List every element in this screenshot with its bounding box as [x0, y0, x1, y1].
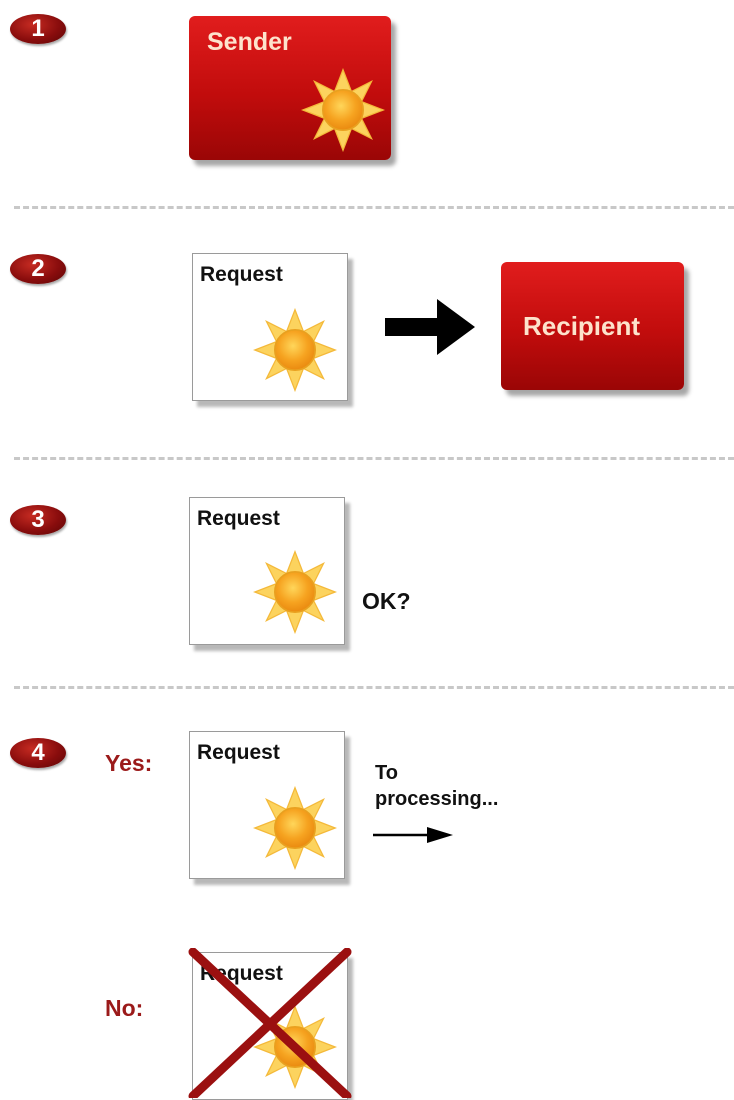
sun-icon [253, 550, 337, 634]
separator-1 [14, 206, 734, 209]
request-card-step-3: Request [189, 497, 345, 645]
sun-icon [253, 308, 337, 392]
request-card-yes: Request [189, 731, 345, 879]
to-processing-line-1: To [375, 762, 398, 784]
recipient-box: Recipient [501, 262, 684, 390]
to-processing-line-2: processing... [375, 788, 499, 810]
request-label: Request [197, 507, 280, 530]
separator-2 [14, 457, 734, 460]
arrow-right-icon [373, 827, 453, 843]
yes-label: Yes: [105, 750, 153, 776]
arrow-right-icon [385, 299, 475, 355]
cross-icon [188, 948, 352, 1098]
sun-icon [253, 786, 337, 870]
recipient-label: Recipient [523, 311, 641, 341]
request-label: Request [197, 741, 280, 764]
step-2-badge: 2 [10, 254, 66, 284]
step-1-badge: 1 [10, 14, 66, 44]
step-3-badge: 3 [10, 505, 66, 535]
no-label: No: [105, 995, 144, 1021]
sun-icon [301, 68, 385, 152]
step-4-badge: 4 [10, 738, 66, 768]
request-card-step-2: Request [192, 253, 348, 401]
sender-label: Sender [207, 28, 292, 56]
separator-3 [14, 686, 734, 689]
ok-question-text: OK? [362, 588, 411, 614]
request-label: Request [200, 263, 283, 286]
sender-box: Sender [189, 16, 391, 160]
